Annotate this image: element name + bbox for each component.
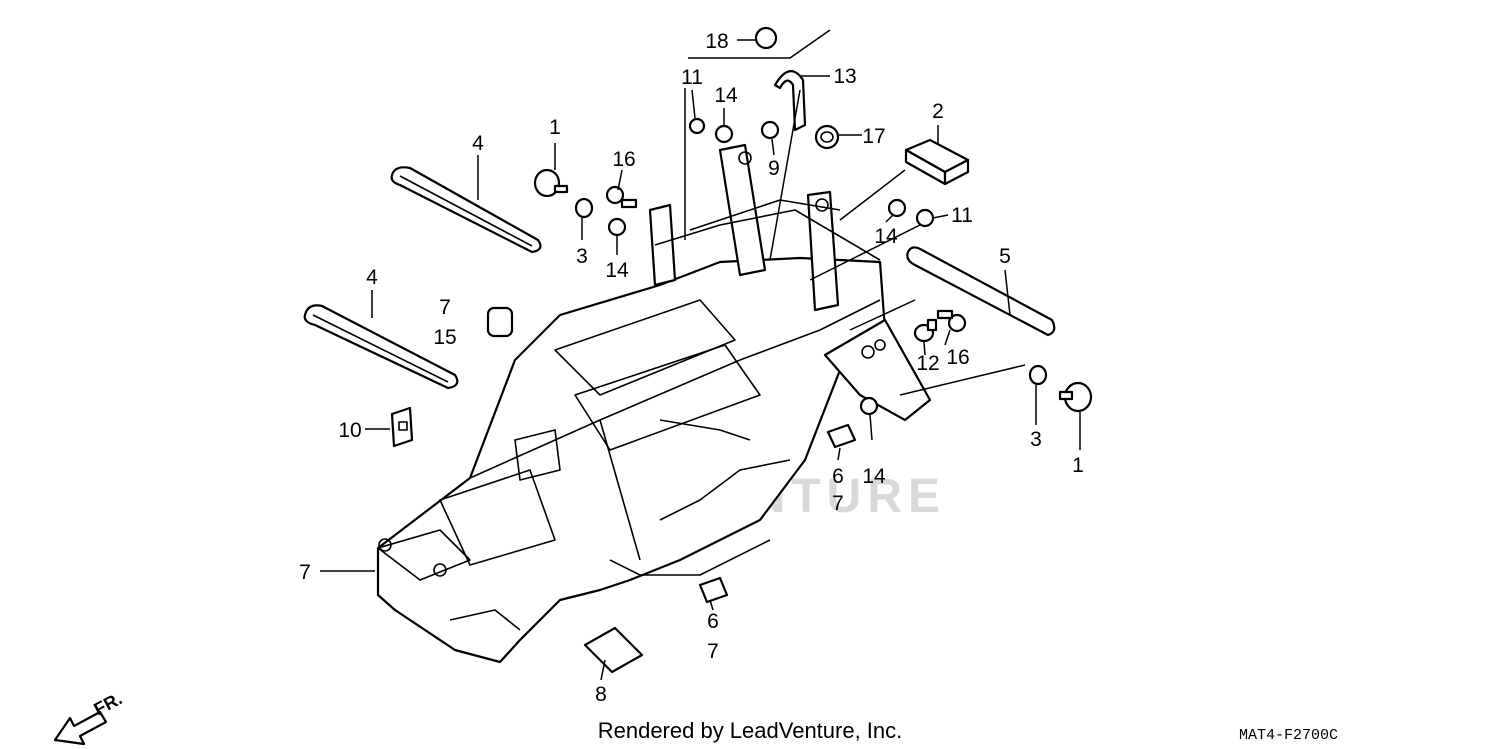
callout-1-right: 1: [1072, 454, 1084, 477]
callout-14-left: 14: [605, 259, 629, 282]
nut-14-d: [859, 396, 879, 416]
callout-8: 8: [595, 683, 607, 706]
nut-14-a: [607, 217, 627, 237]
nut-18: [754, 26, 778, 50]
upper-mount-bracket: [648, 143, 932, 422]
callout-14-right: 14: [874, 225, 898, 248]
callout-15: 15: [433, 326, 456, 349]
callout-14-bottom: 14: [862, 465, 886, 488]
callout-7-collar: 7: [439, 296, 451, 319]
callout-6-lower: 6: [707, 610, 719, 633]
cushion-1-left: [533, 168, 569, 198]
rear-inner-fender: [376, 256, 887, 664]
callout-12: 12: [916, 352, 939, 375]
callout-7-upper-clip: 7: [832, 492, 844, 515]
clip-6-upper: [826, 423, 857, 449]
callouts: 1 1 2 3 3 4 4 5 6 6 7 7 7 7 8 9 10 11 11…: [299, 30, 1084, 706]
collar-15: [486, 306, 514, 338]
clip-10: [390, 406, 414, 448]
strip-5: [906, 246, 1056, 337]
nut-14-c: [887, 198, 907, 218]
callout-6-upper: 6: [832, 465, 844, 488]
callout-11-left: 11: [681, 66, 703, 89]
screw-12: [913, 318, 938, 343]
nut-9: [760, 120, 780, 140]
callout-3-left: 3: [576, 245, 588, 268]
bolt-16-right: [936, 309, 967, 333]
callout-11-right: 11: [951, 204, 973, 227]
pad-8: [583, 626, 644, 674]
collar-3-right: [1028, 364, 1048, 386]
callout-2: 2: [932, 100, 944, 123]
clamp-13: [773, 70, 807, 132]
callout-1-left: 1: [549, 116, 561, 139]
rubber-2: [904, 138, 970, 186]
callout-4-lower: 4: [366, 266, 378, 289]
callout-14-top: 14: [714, 84, 738, 107]
callout-4-upper: 4: [472, 132, 484, 155]
front-direction-arrow: FR.: [53, 688, 125, 746]
callout-7-fender: 7: [299, 561, 311, 584]
arrow-icon: [53, 710, 108, 746]
seal-upper: [390, 166, 542, 254]
clip-6-lower: [698, 576, 729, 604]
callout-3-right: 3: [1030, 428, 1042, 451]
nut-14-b: [714, 124, 734, 144]
spring-17: [814, 124, 840, 150]
callout-7-lower-clip: 7: [707, 640, 719, 663]
bolt-16-left: [605, 185, 638, 209]
callout-16-left: 16: [612, 148, 635, 171]
nut-11-right: [915, 208, 935, 228]
callout-13: 13: [833, 65, 856, 88]
leader-lines: [320, 29, 1081, 681]
callout-17: 17: [862, 125, 885, 148]
callout-16-right: 16: [946, 346, 969, 369]
callout-9: 9: [768, 157, 780, 180]
nut-11-left: [688, 117, 706, 135]
collar-3-left: [574, 197, 594, 219]
callout-18: 18: [705, 30, 728, 53]
diagram-code: MAT4-F2700C: [1239, 727, 1338, 744]
callout-5: 5: [999, 245, 1011, 268]
render-credit: Rendered by LeadVenture, Inc.: [598, 718, 903, 743]
seal-lower: [303, 304, 459, 390]
cushion-1-right: [1058, 381, 1093, 413]
callout-10: 10: [338, 419, 361, 442]
